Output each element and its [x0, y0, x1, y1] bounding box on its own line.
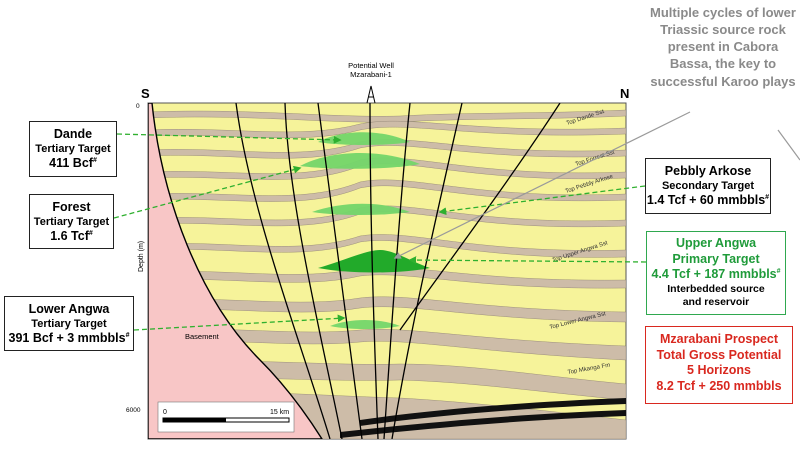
- callout-note-line2: and reservoir: [682, 296, 750, 308]
- well-derrick-icon: [366, 85, 376, 104]
- basement-block: [148, 103, 323, 439]
- prospect-value: 8.2 Tcf + 250 mmbbls: [656, 378, 782, 393]
- upper-angwa-callout: Upper Angwa Primary Target 4.4 Tcf + 187…: [646, 231, 786, 315]
- callout-value: 4.4 Tcf + 187 mmbbls: [651, 267, 777, 282]
- forest-callout: Forest Tertiary Target 1.6 Tcf#: [29, 194, 114, 249]
- callout-title: Upper Angwa: [675, 236, 757, 250]
- callout-title: Dande: [53, 127, 93, 141]
- callout-note-line1: Interbedded source: [667, 282, 765, 295]
- north-label: N: [620, 86, 629, 101]
- prospect-subtitle: Total Gross Potential: [656, 347, 782, 362]
- callout-subtitle: Tertiary Target: [35, 142, 111, 155]
- lower-angwa-callout: Lower Angwa Tertiary Target 391 Bcf + 3 …: [4, 296, 134, 351]
- prospect-title: Mzarabani Prospect: [659, 332, 779, 346]
- scale-end: 15 km: [270, 409, 289, 416]
- callout-subtitle: Tertiary Target: [33, 215, 110, 228]
- callout-title: Pebbly Arkose: [664, 164, 752, 178]
- callout-subtitle: Primary Target: [672, 251, 760, 266]
- footnote-mark: #: [92, 157, 97, 165]
- primary-target-zone: [318, 250, 430, 273]
- depth-bottom-tick: 6000: [126, 407, 141, 414]
- callout-value: 411 Bcf: [49, 156, 93, 171]
- callout-subtitle: Tertiary Target: [31, 317, 107, 330]
- basement-label: Basement: [185, 332, 220, 341]
- callout-value: 391 Bcf + 3 mmbbls: [8, 331, 126, 346]
- depth-top-tick: 0: [136, 103, 140, 110]
- callout-subtitle: Secondary Target: [661, 179, 755, 192]
- footnote-mark: #: [125, 332, 130, 340]
- source-rock-note: Multiple cycles of lower Triassic source…: [650, 5, 796, 89]
- callout-value: 1.4 Tcf + 60 mmbbls: [646, 193, 766, 208]
- pebbly-arkose-callout: Pebbly Arkose Secondary Target 1.4 Tcf +…: [645, 158, 771, 214]
- prospect-horizons: 5 Horizons: [687, 363, 751, 378]
- footnote-mark: #: [765, 194, 770, 202]
- dande-callout: Dande Tertiary Target 411 Bcf#: [29, 121, 117, 177]
- well-name: Mzarabani-1: [350, 70, 392, 79]
- well-label: Potential Well: [348, 61, 394, 70]
- depth-axis-label: Depth (m): [138, 241, 145, 272]
- callout-title: Forest: [52, 200, 91, 214]
- callout-title: Lower Angwa: [28, 302, 110, 316]
- callout-value: 1.6 Tcf: [50, 229, 89, 244]
- mzarabani-prospect-callout: Mzarabani Prospect Total Gross Potential…: [645, 326, 793, 404]
- footnote-mark: #: [776, 268, 781, 276]
- scale-start: 0: [163, 409, 167, 416]
- south-label: S: [141, 86, 150, 101]
- footnote-mark: #: [88, 230, 93, 238]
- scale-bar: 0 15 km: [157, 401, 295, 433]
